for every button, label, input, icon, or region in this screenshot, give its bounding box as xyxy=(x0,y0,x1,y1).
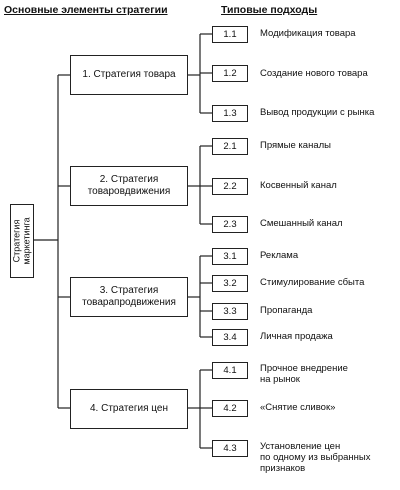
approach-label: Модификация товара xyxy=(260,28,356,39)
approach-code-box: 2.2 xyxy=(212,178,248,195)
approach-label: Прямые каналы xyxy=(260,140,331,151)
strategy-box-pricing: 4. Стратегия цен xyxy=(70,389,188,429)
root-marketing-strategy-box: Стратегия маркетинга xyxy=(10,204,34,278)
root-label: Стратегия маркетинга xyxy=(12,217,32,265)
approach-code-box: 2.1 xyxy=(212,138,248,155)
approach-code-box: 3.2 xyxy=(212,275,248,292)
approach-code-box: 4.2 xyxy=(212,400,248,417)
approach-code-box: 3.1 xyxy=(212,248,248,265)
approach-label: Косвенный канал xyxy=(260,180,337,191)
approach-label: Вывод продукции с рынка xyxy=(260,107,375,118)
approach-label: Реклама xyxy=(260,250,299,261)
strategy-box-promotion: 3. Стратегия товарапродвижения xyxy=(70,277,188,317)
approach-label: «Снятие сливок» xyxy=(260,402,336,413)
approach-code-box: 1.2 xyxy=(212,65,248,82)
approach-code-box: 4.1 xyxy=(212,362,248,379)
approach-label: Стимулирование сбыта xyxy=(260,277,365,288)
approaches-column-title: Типовые подходы xyxy=(221,4,318,16)
approach-label: Личная продажа xyxy=(260,331,333,342)
approach-code-box: 1.3 xyxy=(212,105,248,122)
approach-code-box: 4.3 xyxy=(212,440,248,457)
approach-code-box: 3.4 xyxy=(212,329,248,346)
strategy-box-product: 1. Стратегия товара xyxy=(70,55,188,95)
approach-code-box: 3.3 xyxy=(212,303,248,320)
approach-code-box: 1.1 xyxy=(212,26,248,43)
elements-column-title: Основные элементы стратегии xyxy=(4,4,168,16)
approach-label: Установление цен по одному из выбранных … xyxy=(260,441,371,474)
approach-code-box: 2.3 xyxy=(212,216,248,233)
approach-label: Пропаганда xyxy=(260,305,313,316)
approach-label: Смешанный канал xyxy=(260,218,343,229)
approach-label: Создание нового товара xyxy=(260,68,368,79)
approach-label: Прочное внедрение на рынок xyxy=(260,363,348,385)
strategy-box-distribution: 2. Стратегия товаровдвижения xyxy=(70,166,188,206)
